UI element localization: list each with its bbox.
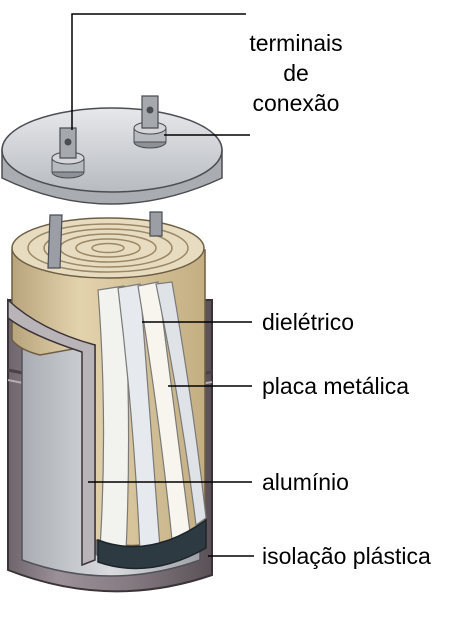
label-metal-plate: placa metálica <box>262 373 410 399</box>
label-plastic-insulation: isolação plástica <box>262 543 431 569</box>
label-terminals-line3: conexão <box>252 90 340 116</box>
sleeve-cut-edge <box>7 298 96 567</box>
terminal-right <box>133 95 167 149</box>
leader-lines <box>71 13 254 557</box>
leader-terminals-top <box>71 13 246 130</box>
can-bottom <box>97 518 207 570</box>
lid <box>1 107 223 205</box>
lead-tabs <box>47 211 163 269</box>
label-aluminum: alumínio <box>262 469 349 495</box>
label-terminals: terminais de conexão <box>236 28 356 118</box>
label-terminals-line2: de <box>283 60 309 86</box>
label-dielectric: dielétrico <box>262 309 355 335</box>
label-terminals-line1: terminais <box>249 30 343 56</box>
terminal-left <box>51 127 85 179</box>
